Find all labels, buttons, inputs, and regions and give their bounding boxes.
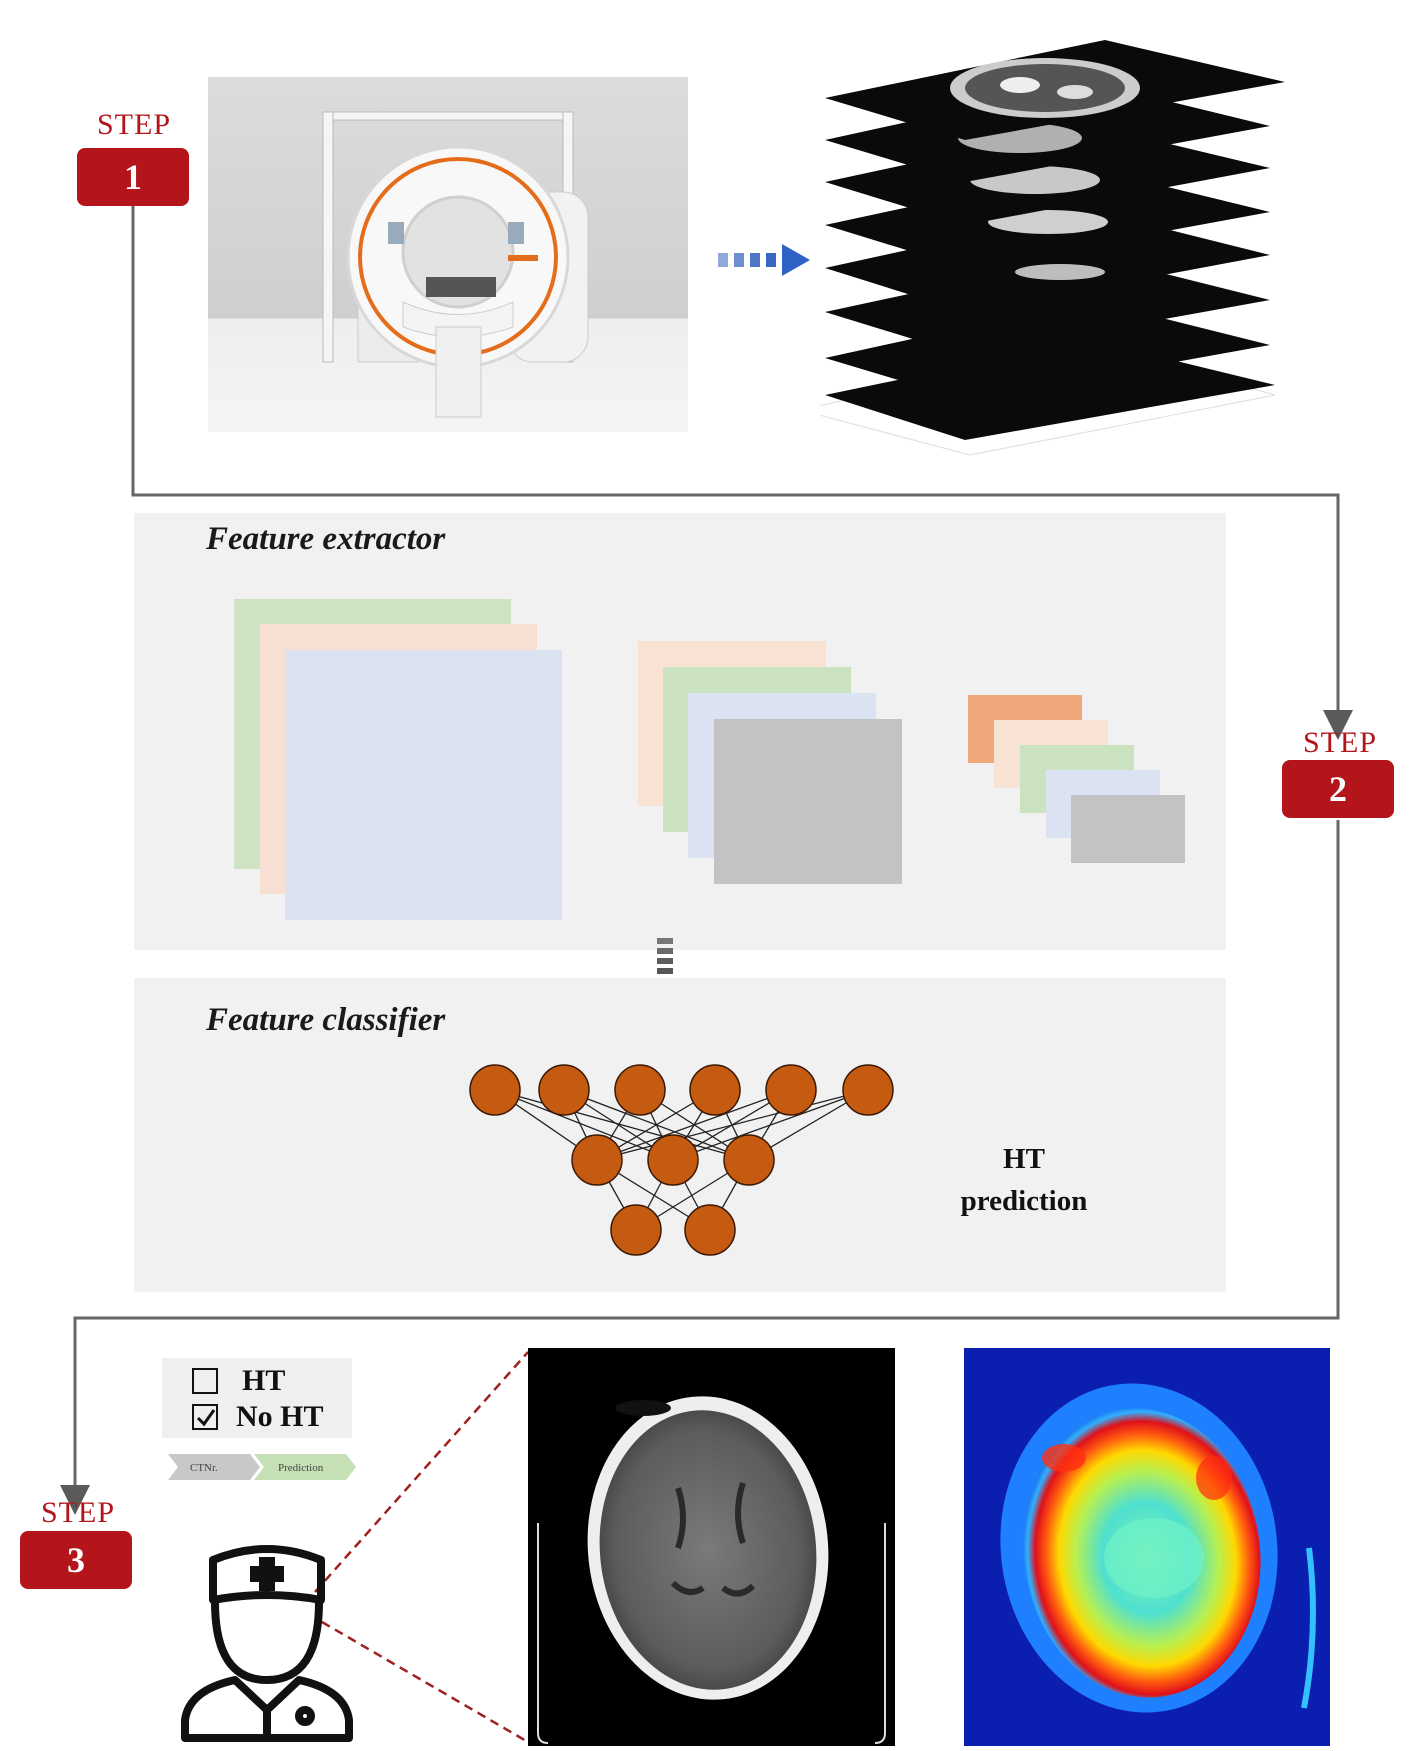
neuron xyxy=(614,1064,666,1116)
neuron xyxy=(610,1204,662,1256)
brain-ct-image xyxy=(528,1348,895,1746)
neuron xyxy=(723,1134,775,1186)
ht-prediction-line2: prediction xyxy=(960,1185,1088,1217)
step1-badge: 1 xyxy=(77,148,189,206)
ht-prediction-line1: HT xyxy=(1003,1143,1045,1175)
option-no-ht-label: No HT xyxy=(236,1400,324,1433)
ct-slice-stack xyxy=(820,40,1285,456)
tag-prediction: Prediction xyxy=(278,1462,324,1474)
feature-map xyxy=(285,650,562,920)
neural-network-diagram xyxy=(469,1064,894,1256)
doctor-icon xyxy=(181,1545,353,1742)
step2-badge: 2 xyxy=(1282,760,1394,818)
ct-slice xyxy=(825,210,1270,312)
feature-map xyxy=(1071,795,1185,863)
step3-label: STEP xyxy=(40,1496,116,1529)
neuron xyxy=(842,1064,894,1116)
neuron xyxy=(538,1064,590,1116)
step3-badge: 3 xyxy=(20,1531,132,1589)
feature-classifier-title: Feature classifier xyxy=(206,1002,446,1038)
dashed-arrow-icon xyxy=(718,244,810,276)
tag-ctnr: CTNr. xyxy=(190,1462,218,1474)
checkbox-unchecked-icon[interactable] xyxy=(192,1368,218,1394)
neuron xyxy=(689,1064,741,1116)
feature-extractor-title: Feature extractor xyxy=(206,521,446,557)
option-ht[interactable]: HT xyxy=(192,1364,285,1398)
feature-extractor-panel: Feature extractor xyxy=(134,513,1226,950)
zoom-line-bottom xyxy=(321,1620,529,1744)
ht-prediction-label: HT prediction xyxy=(934,1138,1114,1222)
feature-classifier-panel: Feature classifier HT prediction xyxy=(134,978,1226,1292)
ct-scanner-icon xyxy=(322,111,589,418)
option-no-ht[interactable]: No HT xyxy=(192,1400,324,1434)
ct-scanner-image xyxy=(208,77,688,432)
neuron xyxy=(765,1064,817,1116)
ct-slice xyxy=(825,168,1270,268)
feature-map xyxy=(714,719,902,884)
neuron xyxy=(469,1064,521,1116)
step1-label: STEP xyxy=(96,108,172,141)
option-ht-label: HT xyxy=(242,1364,286,1397)
neuron xyxy=(647,1134,699,1186)
zoom-line-top xyxy=(314,1351,529,1593)
neuron xyxy=(571,1134,623,1186)
prediction-tags: CTNr. Prediction xyxy=(168,1454,356,1480)
neuron xyxy=(684,1204,736,1256)
connector-step1-step2 xyxy=(131,205,1353,740)
heatmap-image xyxy=(964,1348,1330,1746)
ct-slice xyxy=(825,300,1270,400)
connector-step2-step3 xyxy=(60,820,1340,1515)
ct-slice xyxy=(825,255,1270,355)
ct-slice-top xyxy=(825,40,1285,140)
prediction-checklist: HT No HT xyxy=(162,1358,352,1438)
step2-label: STEP xyxy=(1302,726,1378,759)
checkbox-checked-icon[interactable] xyxy=(192,1404,218,1430)
